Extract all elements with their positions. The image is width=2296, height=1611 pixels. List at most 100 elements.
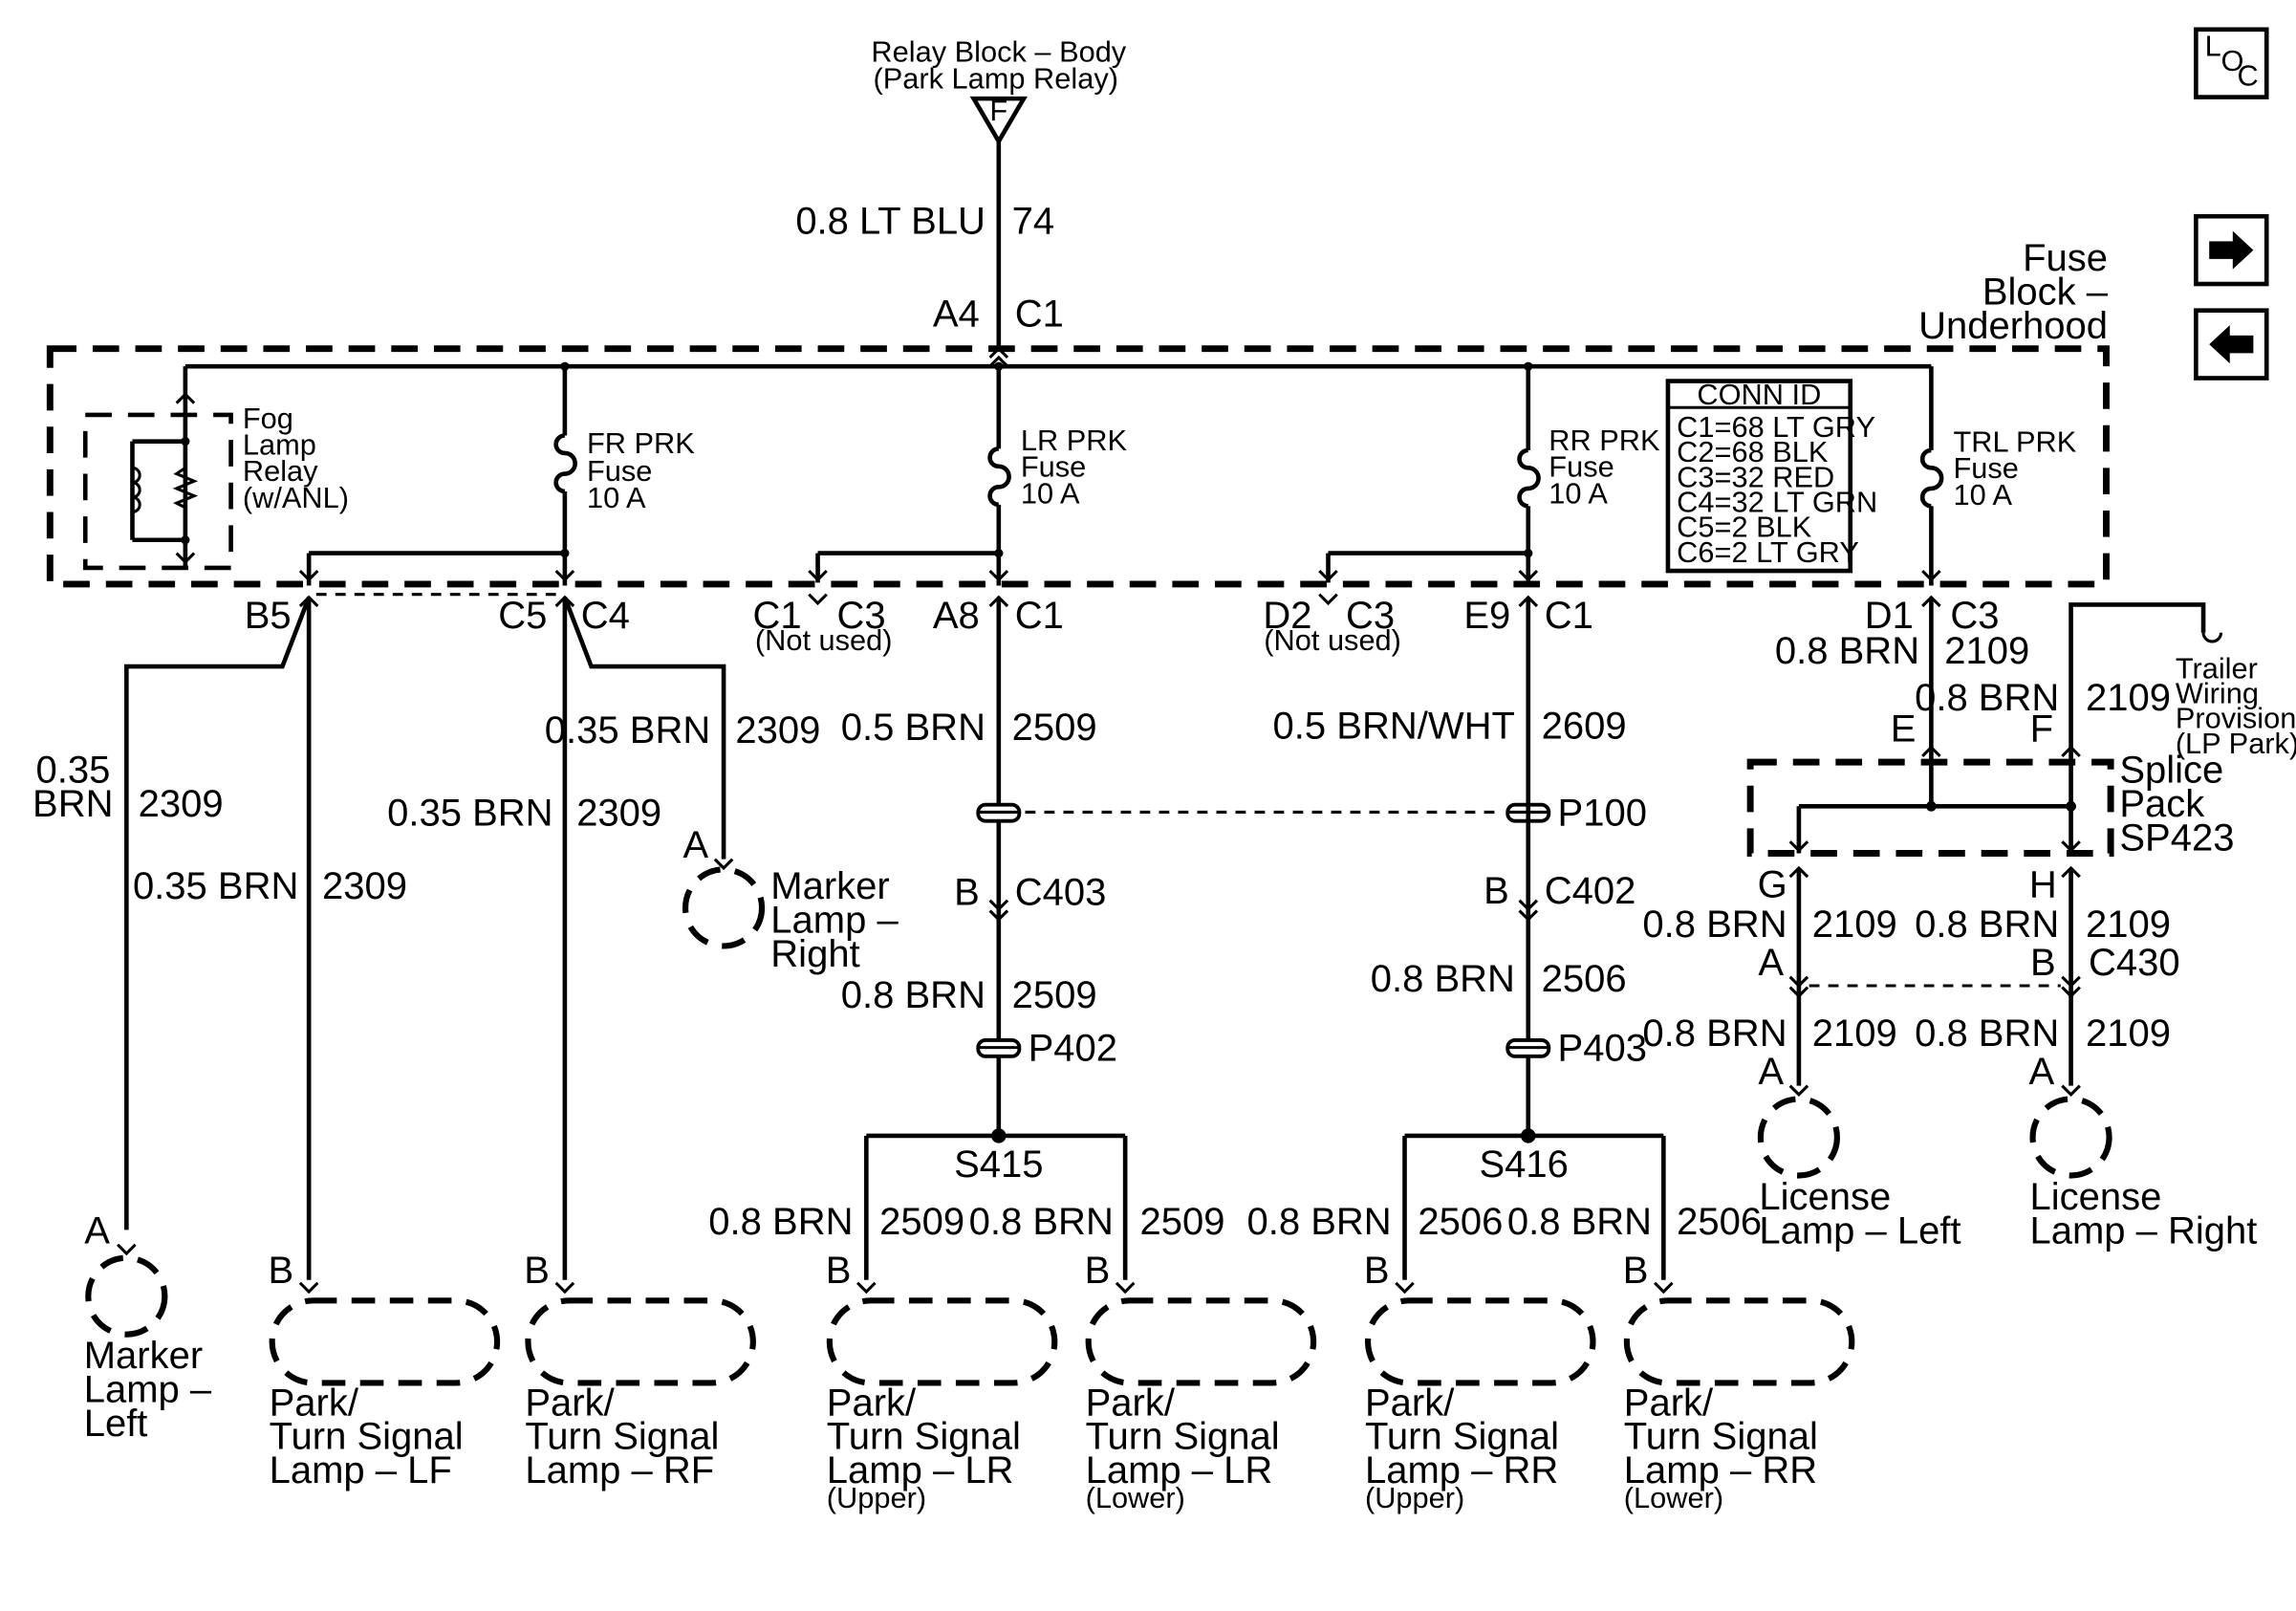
park-turn-lamp-rr-lower: B Park/ Turn Signal Lamp – RR (Lower) <box>1623 1250 1855 1514</box>
fog-lamp-relay: Fog Lamp Relay (w/ANL) <box>82 366 349 571</box>
label-fuses-3-line1: TRL PRK <box>1953 425 2076 458</box>
feed-connector: C1 <box>1015 294 1064 336</box>
feed-pin: A4 <box>933 294 980 336</box>
label-connectors-c403: C403 <box>1015 871 1107 913</box>
park-turn-lamp-lf: B Park/ Turn Signal Lamp – LF <box>269 1250 501 1491</box>
arrow-left-icon <box>2209 325 2254 364</box>
previous-page-button[interactable] <box>2194 308 2269 381</box>
label-wires-h-c: 2109 <box>2086 903 2171 946</box>
label-lamps-park-lf-line3: Lamp – LF <box>270 1449 452 1491</box>
label-connectors-c430: C430 <box>2089 942 2180 984</box>
fr-prk-fuse: FR PRK Fuse 10 A <box>553 366 695 586</box>
label-wires-rf-marker-g: 0.35 BRN <box>545 709 710 751</box>
fog-relay-label-3: Relay <box>243 454 318 488</box>
label-pins-d1: D1 <box>1865 595 1914 637</box>
license-lamp-left: A License Lamp – Left <box>1757 1051 1961 1252</box>
label-connectors-s415: S415 <box>954 1143 1043 1186</box>
label-lamps-park-lr-lo-line3: Lamp – LR <box>1086 1449 1273 1491</box>
marker-lamp-left: A Marker Lamp – Left <box>84 1209 212 1445</box>
label-wires-rr-lo-c: 2506 <box>1677 1201 1762 1243</box>
label-pins-c1-a8: C1 <box>1015 595 1064 637</box>
label-wires-lr-mid-g: 0.8 BRN <box>841 974 986 1016</box>
label-lamps-park-rf-line2: Turn Signal <box>525 1416 719 1458</box>
label-lamps-park-rr-lo-sub: (Lower) <box>1624 1481 1723 1514</box>
label-conn-id-title: CONN ID <box>1697 378 1821 411</box>
fuse-block-outline <box>46 345 2110 588</box>
label-wires-lf-park-c: 2309 <box>322 865 407 907</box>
label-wires-lic-l-g: 0.8 BRN <box>1642 1012 1787 1055</box>
label-lamps-lic-right-line1: License <box>2029 1176 2161 1218</box>
label-lamps-marker-right-line3: Right <box>770 933 859 975</box>
wire-marker-lf <box>124 596 312 1230</box>
label-wires-rf-park-c: 2309 <box>576 792 661 834</box>
fuse-block-label-3: Underhood <box>1918 305 2108 347</box>
label-lamps-marker-left-line1: Marker <box>84 1335 203 1377</box>
label-lamps-marker-right-pin: A <box>682 824 708 866</box>
label-wires-lr-top-g: 0.5 BRN <box>841 707 986 749</box>
label-lamps-marker-left-pin: A <box>84 1209 110 1252</box>
label-pins-c3-d2: C3 <box>1346 595 1395 637</box>
label-fuses-2-line1: RR PRK <box>1549 424 1660 457</box>
label-wires-trl2-c: 2109 <box>2086 677 2171 719</box>
label-splice-pack-f: F <box>2030 708 2053 751</box>
label-trailer-line1: Trailer <box>2176 651 2258 685</box>
next-page-button[interactable] <box>2194 213 2269 287</box>
fog-relay-label-2: Lamp <box>243 428 316 462</box>
trailer-wiring-provision-label: Trailer Wiring Provision (LP Park) <box>2176 651 2296 759</box>
label-wires-lic-l-c: 2109 <box>1812 1012 1897 1055</box>
label-fuses-0-line2: Fuse <box>587 454 652 488</box>
label-pins-not-used-2: (Not used) <box>1264 623 1401 657</box>
label-splice-pack-e: E <box>1891 708 1917 751</box>
fog-relay-label-4: (w/ANL) <box>243 481 349 514</box>
park-turn-lamp-rf: B Park/ Turn Signal Lamp – RF <box>524 1250 756 1491</box>
label-lamps-lic-left-pin: A <box>1758 1051 1784 1093</box>
label-splice-pack-line1: Splice <box>2119 750 2223 792</box>
park-turn-lamp-rr-upper: B Park/ Turn Signal Lamp – RR (Upper) <box>1364 1250 1596 1514</box>
label-trailer-line4: (LP Park) <box>2176 727 2296 760</box>
label-fuses-2-line3: 10 A <box>1549 476 1608 510</box>
marker-lamp-right: A Marker Lamp – Right <box>682 824 899 975</box>
label-conn-id-rows-4: C5=2 BLK <box>1677 511 1812 544</box>
label-connectors-p403: P403 <box>1558 1027 1647 1069</box>
arrow-right-icon <box>2209 230 2254 270</box>
label-connectors-s416: S416 <box>1479 1143 1568 1186</box>
label-wires-lr-top-c: 2509 <box>1012 707 1097 749</box>
relay-block-title: Relay Block – Body <box>871 35 1126 69</box>
park-turn-lamp-lr-lower: B Park/ Turn Signal Lamp – LR (Lower) <box>1085 1250 1317 1514</box>
label-lamps-park-lf-line2: Turn Signal <box>270 1416 464 1458</box>
label-wires-lr-lo-g: 0.8 BRN <box>969 1201 1114 1243</box>
label-pins-c4: C4 <box>581 595 630 637</box>
label-splice-pack-h: H <box>2029 864 2057 906</box>
relay-block-subtitle: (Park Lamp Relay) <box>874 61 1118 95</box>
label-lamps-park-rr-lo-line3: Lamp – RR <box>1624 1449 1817 1491</box>
label-fuses-3-line3: 10 A <box>1953 478 2012 512</box>
label-lamps-park-rr-up-line2: Turn Signal <box>1365 1416 1559 1458</box>
loc-o-letter: O <box>2221 44 2244 77</box>
label-connectors-p402: P402 <box>1029 1027 1117 1069</box>
label-lamps-lic-left-line2: Lamp – Left <box>1759 1209 1960 1252</box>
label-wires-lf-marker-c: 2309 <box>139 783 224 825</box>
park-turn-lamp-lr-upper: B Park/ Turn Signal Lamp – LR (Upper) <box>826 1250 1058 1514</box>
label-lamps-park-rr-up-pin: B <box>1364 1250 1390 1292</box>
rr-prk-fuse: RR PRK Fuse 10 A <box>1517 366 1660 586</box>
label-trailer-line2: Wiring <box>2176 677 2259 710</box>
label-lamps-lic-left-line1: License <box>1759 1176 1891 1218</box>
label-lamps-park-rf-line3: Lamp – RF <box>525 1449 714 1491</box>
label-wires-g-g: 0.8 BRN <box>1642 903 1787 946</box>
label-connectors-c402: C402 <box>1545 870 1636 912</box>
label-wires-lf-park-g: 0.35 BRN <box>133 865 298 907</box>
label-conn-id-rows-2: C3=32 RED <box>1677 460 1834 493</box>
label-lamps-park-lr-lo-line2: Turn Signal <box>1086 1416 1280 1458</box>
label-pins-c5: C5 <box>498 595 547 637</box>
location-button[interactable]: L O C <box>2194 27 2269 99</box>
feed-circuit: 74 <box>1012 201 1055 243</box>
feed-gauge: 0.8 LT BLU <box>795 201 986 243</box>
label-pins-e9: E9 <box>1463 595 1510 637</box>
label-trailer-line3: Provision <box>2176 702 2296 735</box>
splice-pack-sp423 <box>1746 758 2114 857</box>
fuse-block-label-1: Fuse <box>2023 237 2108 279</box>
label-fuses-0-line1: FR PRK <box>587 426 695 460</box>
label-pins-c3-d1: C3 <box>1950 595 1999 637</box>
label-wires-lr-lo-c: 2509 <box>1140 1201 1225 1243</box>
